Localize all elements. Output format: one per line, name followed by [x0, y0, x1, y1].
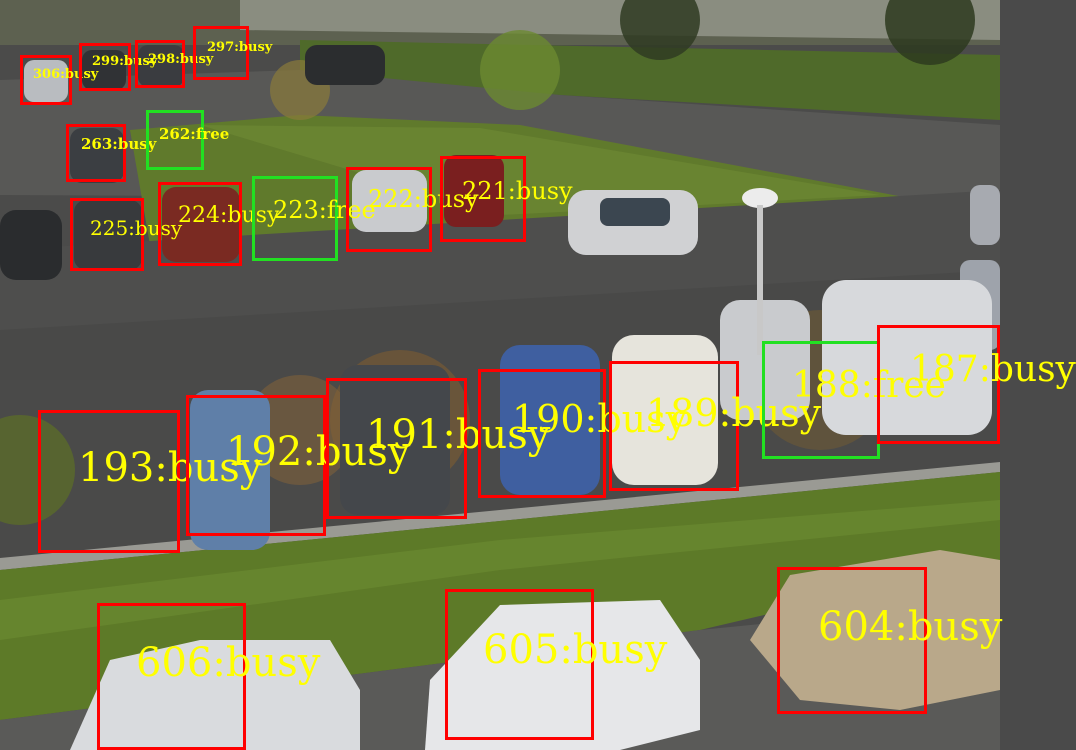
parking-spot-box-221: [440, 156, 526, 242]
parking-spot-box-298: [135, 40, 185, 88]
parking-spot-label-263: 263:busy: [81, 135, 157, 153]
parking-spot-label-189: 189:busy: [646, 391, 822, 435]
parking-spot-label-298: 298:busy: [148, 52, 214, 67]
parking-spot-label-262: 262:free: [159, 125, 230, 143]
parking-spot-label-187: 187:busy: [910, 349, 1076, 390]
parking-spot-box-306: [20, 55, 72, 105]
parking-spot-label-299: 299:busy: [92, 54, 158, 69]
parking-spot-box-263: [66, 124, 126, 182]
parking-spot-label-604: 604:busy: [818, 604, 1003, 650]
parking-spot-label-297: 297:busy: [207, 40, 273, 55]
parking-spot-box-193: [38, 410, 180, 553]
parking-spot-label-193: 193:busy: [78, 445, 263, 491]
parking-spot-label-188: 188:free: [792, 365, 946, 406]
parking-spot-box-605: [445, 589, 594, 740]
parking-spot-box-223: [252, 176, 338, 261]
parking-spot-label-222: 222:busy: [368, 185, 479, 213]
parking-lot-photo: [0, 0, 1000, 750]
parking-spot-box-224: [158, 182, 242, 266]
parking-spot-label-223: 223:free: [273, 196, 376, 224]
parking-spot-box-187: [877, 325, 1000, 444]
parking-spot-label-191: 191:busy: [366, 412, 551, 458]
parking-spot-label-192: 192:busy: [226, 429, 411, 475]
parking-spot-box-222: [346, 167, 432, 252]
parking-spot-box-190: [478, 369, 606, 498]
parking-spot-label-605: 605:busy: [483, 627, 668, 673]
parking-spot-box-297: [193, 26, 249, 80]
parking-spot-box-189: [609, 361, 739, 491]
parking-spot-box-262: [146, 110, 204, 170]
parking-spot-box-191: [326, 378, 467, 519]
parking-spot-box-604: [777, 567, 927, 714]
parking-spot-box-606: [97, 603, 246, 750]
parking-spot-box-299: [79, 43, 131, 91]
parking-spot-label-306: 306:busy: [33, 67, 99, 82]
parking-spot-label-190: 190:busy: [512, 397, 688, 441]
parking-spot-label-221: 221:busy: [462, 177, 573, 205]
parking-spot-label-606: 606:busy: [136, 640, 321, 686]
parking-spot-box-225: [70, 198, 144, 271]
parking-spot-box-192: [186, 395, 326, 536]
